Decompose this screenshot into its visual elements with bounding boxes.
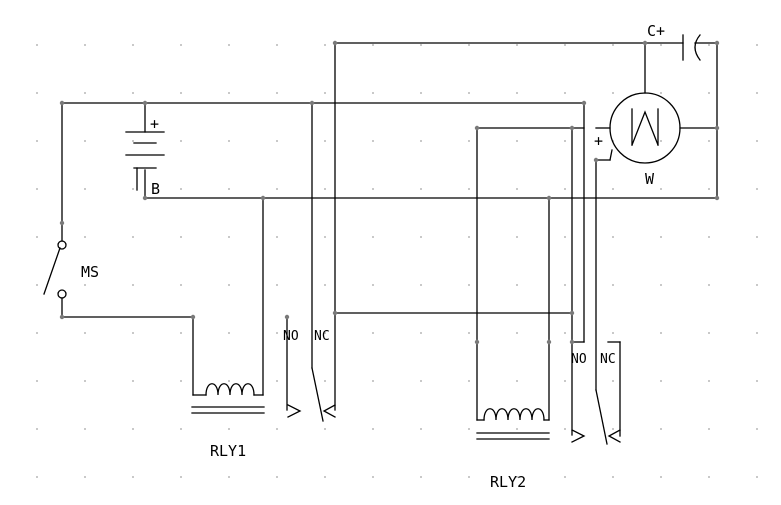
relay1-nc-label: NC: [314, 329, 330, 344]
motor-plus-label: +: [594, 132, 603, 150]
relay2-nc-label: NC: [600, 352, 616, 367]
junction-dot: [569, 310, 575, 316]
junction-dot: [59, 100, 65, 106]
junction-dot: [59, 220, 65, 226]
junction-dot: [332, 310, 338, 316]
junction-dot: [714, 40, 720, 46]
motor-label: W: [645, 170, 655, 188]
junction-dot: [546, 339, 552, 345]
junction-dot: [569, 125, 575, 131]
dot-grid: [36, 44, 758, 478]
main-switch: [43, 222, 194, 318]
relay1-no-label: NO: [283, 329, 299, 344]
junction-dot: [59, 314, 65, 320]
junction-dot: [142, 100, 148, 106]
junction-dot: [581, 100, 587, 106]
relay2-label: RLY2: [490, 473, 526, 491]
junction-dot: [546, 195, 552, 201]
junction-dot: [569, 339, 575, 345]
junction-dot: [309, 100, 315, 106]
relay1-contacts: [286, 42, 684, 422]
junction-dot: [714, 195, 720, 201]
junction-dot: [642, 40, 648, 46]
relay1-coil: [191, 197, 265, 414]
junction-dot: [190, 314, 196, 320]
junction-dot: [332, 40, 338, 46]
battery-wires: [61, 102, 718, 224]
junction-dot: [714, 125, 720, 131]
junction-dot: [142, 195, 148, 201]
battery-label: B: [151, 180, 160, 198]
relay2-no-label: NO: [571, 352, 587, 367]
junction-dot: [474, 339, 480, 345]
junction-dot: [260, 195, 266, 201]
relay2-coil: [476, 127, 585, 440]
junction-dots: [59, 40, 720, 345]
battery-plus-label: +: [150, 115, 159, 133]
relay1-label: RLY1: [210, 442, 246, 460]
battery-symbol: [125, 131, 165, 191]
junction-dot: [284, 314, 290, 320]
relay2-contacts: [571, 102, 621, 445]
junction-dot: [474, 125, 480, 131]
junction-dot: [593, 157, 599, 163]
capacitor-label: C+: [647, 22, 665, 40]
motor-symbol: [595, 42, 718, 164]
main-switch-label: MS: [81, 263, 99, 281]
capacitor-symbol: [682, 34, 718, 199]
